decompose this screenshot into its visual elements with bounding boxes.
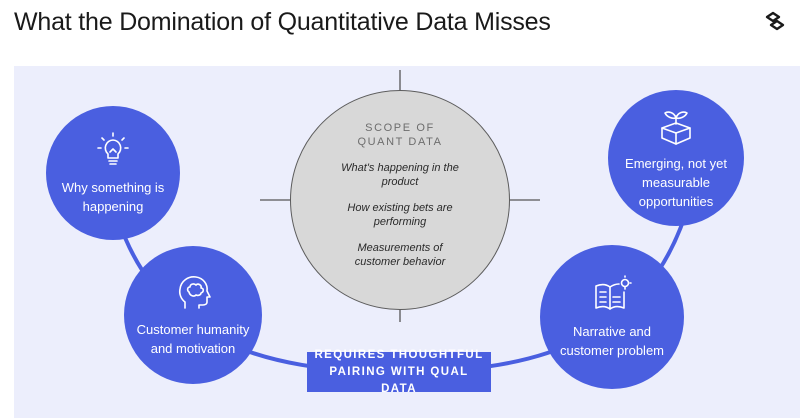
qual-data-badge: REQUIRES THOUGHTFUL PAIRING WITH QUAL DA… <box>307 349 491 395</box>
lightbulb-icon <box>97 132 129 165</box>
node-customer-humanity: Customer humanity and motivation <box>124 246 262 384</box>
page-title: What the Domination of Quantitative Data… <box>14 8 551 36</box>
core-title: SCOPE OF QUANT DATA <box>357 122 443 148</box>
node-label: Narrative and customer problem <box>559 324 665 358</box>
badge-text: REQUIRES THOUGHTFUL PAIRING WITH QUAL DA… <box>314 348 484 395</box>
logo-icon <box>765 11 785 31</box>
node-label: Why something is happening <box>61 180 165 214</box>
core-item-product: What's happening in the product <box>341 162 459 188</box>
quant-data-scope-circle: SCOPE OF QUANT DATA What's happening in … <box>290 90 510 310</box>
core-item-bets: How existing bets are performing <box>347 202 453 228</box>
brain-head-icon <box>178 276 211 309</box>
core-item-behavior: Measurements of customer behavior <box>354 242 446 268</box>
node-why-something-happening: Why something is happening <box>46 106 180 240</box>
node-narrative-customer-problem: Narrative and customer problem <box>540 245 684 389</box>
book-idea-icon <box>595 275 632 310</box>
node-label: Customer humanity and motivation <box>136 322 250 356</box>
sprout-box-icon <box>661 110 691 145</box>
node-emerging-opportunities: Emerging, not yet measurable opportuniti… <box>608 90 744 226</box>
node-label: Emerging, not yet measurable opportuniti… <box>625 155 727 209</box>
